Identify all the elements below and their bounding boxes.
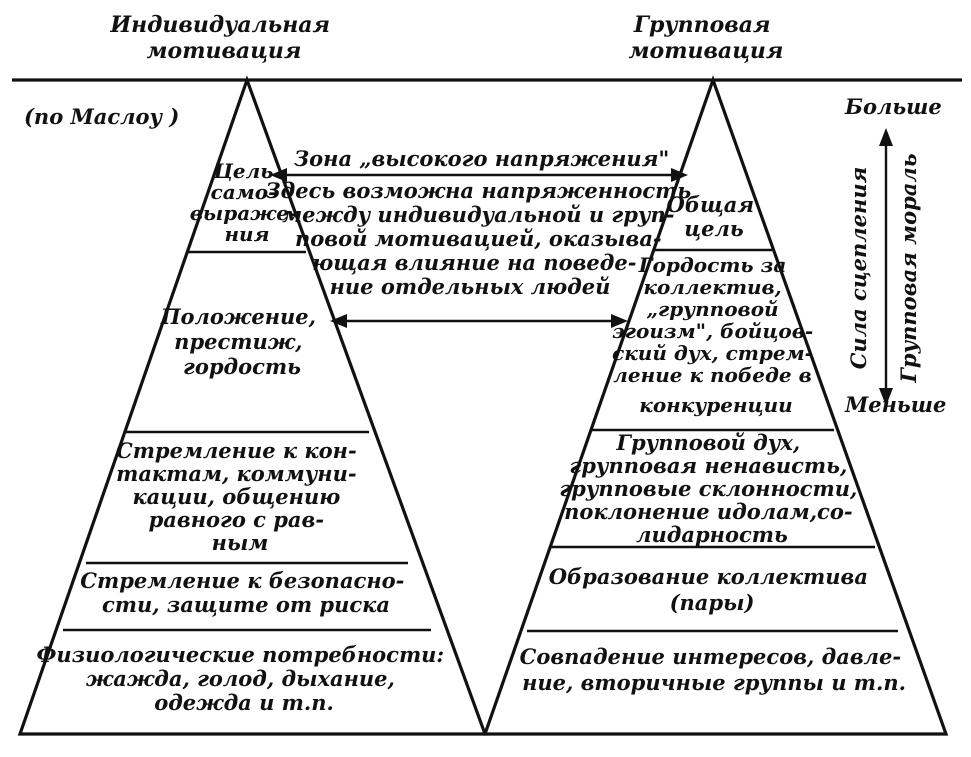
tension-arrow-top-right-head: [671, 168, 688, 182]
header-group: Групповая мотивация: [629, 12, 784, 64]
scale-more-label: Больше: [844, 94, 942, 119]
group-common-goal-label: Общая цель: [667, 192, 762, 241]
tension-zone-arrows: [270, 168, 688, 328]
individual-pyramid-outline: [17, 75, 488, 736]
scale-less-label: Меньше: [844, 392, 946, 417]
group-pyramid-outline: [482, 75, 949, 736]
individual-pyramid: [17, 75, 488, 736]
scale-arrow-up-head: [879, 128, 893, 146]
tension-zone-title: Зона „высокого напряжения": [294, 146, 669, 171]
tension-zone-description: Здесь возможна напряженность между индив…: [265, 178, 698, 299]
individual-contact-label: Стремление к кон- тактам, коммуни- кации…: [116, 438, 364, 555]
scale-arrow-down-head: [879, 388, 893, 406]
individual-self-expression-label: Цель само- выраже- ния: [190, 159, 305, 246]
individual-physiological-label: Физиологические потребности: жажда, голо…: [37, 642, 452, 715]
group-pyramid: [482, 75, 949, 736]
individual-safety-label: Стремление к безопасно- сти, защите от р…: [80, 568, 411, 617]
individual-status-label: Положение, престиж, гордость: [160, 304, 324, 379]
tension-arrow-top-left-head: [270, 168, 287, 182]
scale-cohesion-label: Сила сцепления: [846, 167, 871, 370]
tension-arrow-bottom-right-head: [611, 314, 628, 328]
header-individual: Индивидуальная мотивация: [109, 12, 337, 64]
scale-morale-label: Групповая мораль: [896, 153, 921, 383]
group-spirit-label: Групповой дух, групповая ненависть, груп…: [559, 430, 864, 547]
maslow-note: (по Маслоу ): [24, 104, 179, 129]
group-coincidence-label: Совпадение интересов, давле- ние, вторич…: [520, 644, 909, 695]
scale-arrow: [879, 128, 893, 406]
group-pride-label: Гордость за коллектив, „групповой эгоизм…: [612, 253, 820, 417]
tension-arrow-bottom-left-head: [330, 314, 347, 328]
group-collective-label: Образование коллектива (пары): [549, 564, 876, 615]
